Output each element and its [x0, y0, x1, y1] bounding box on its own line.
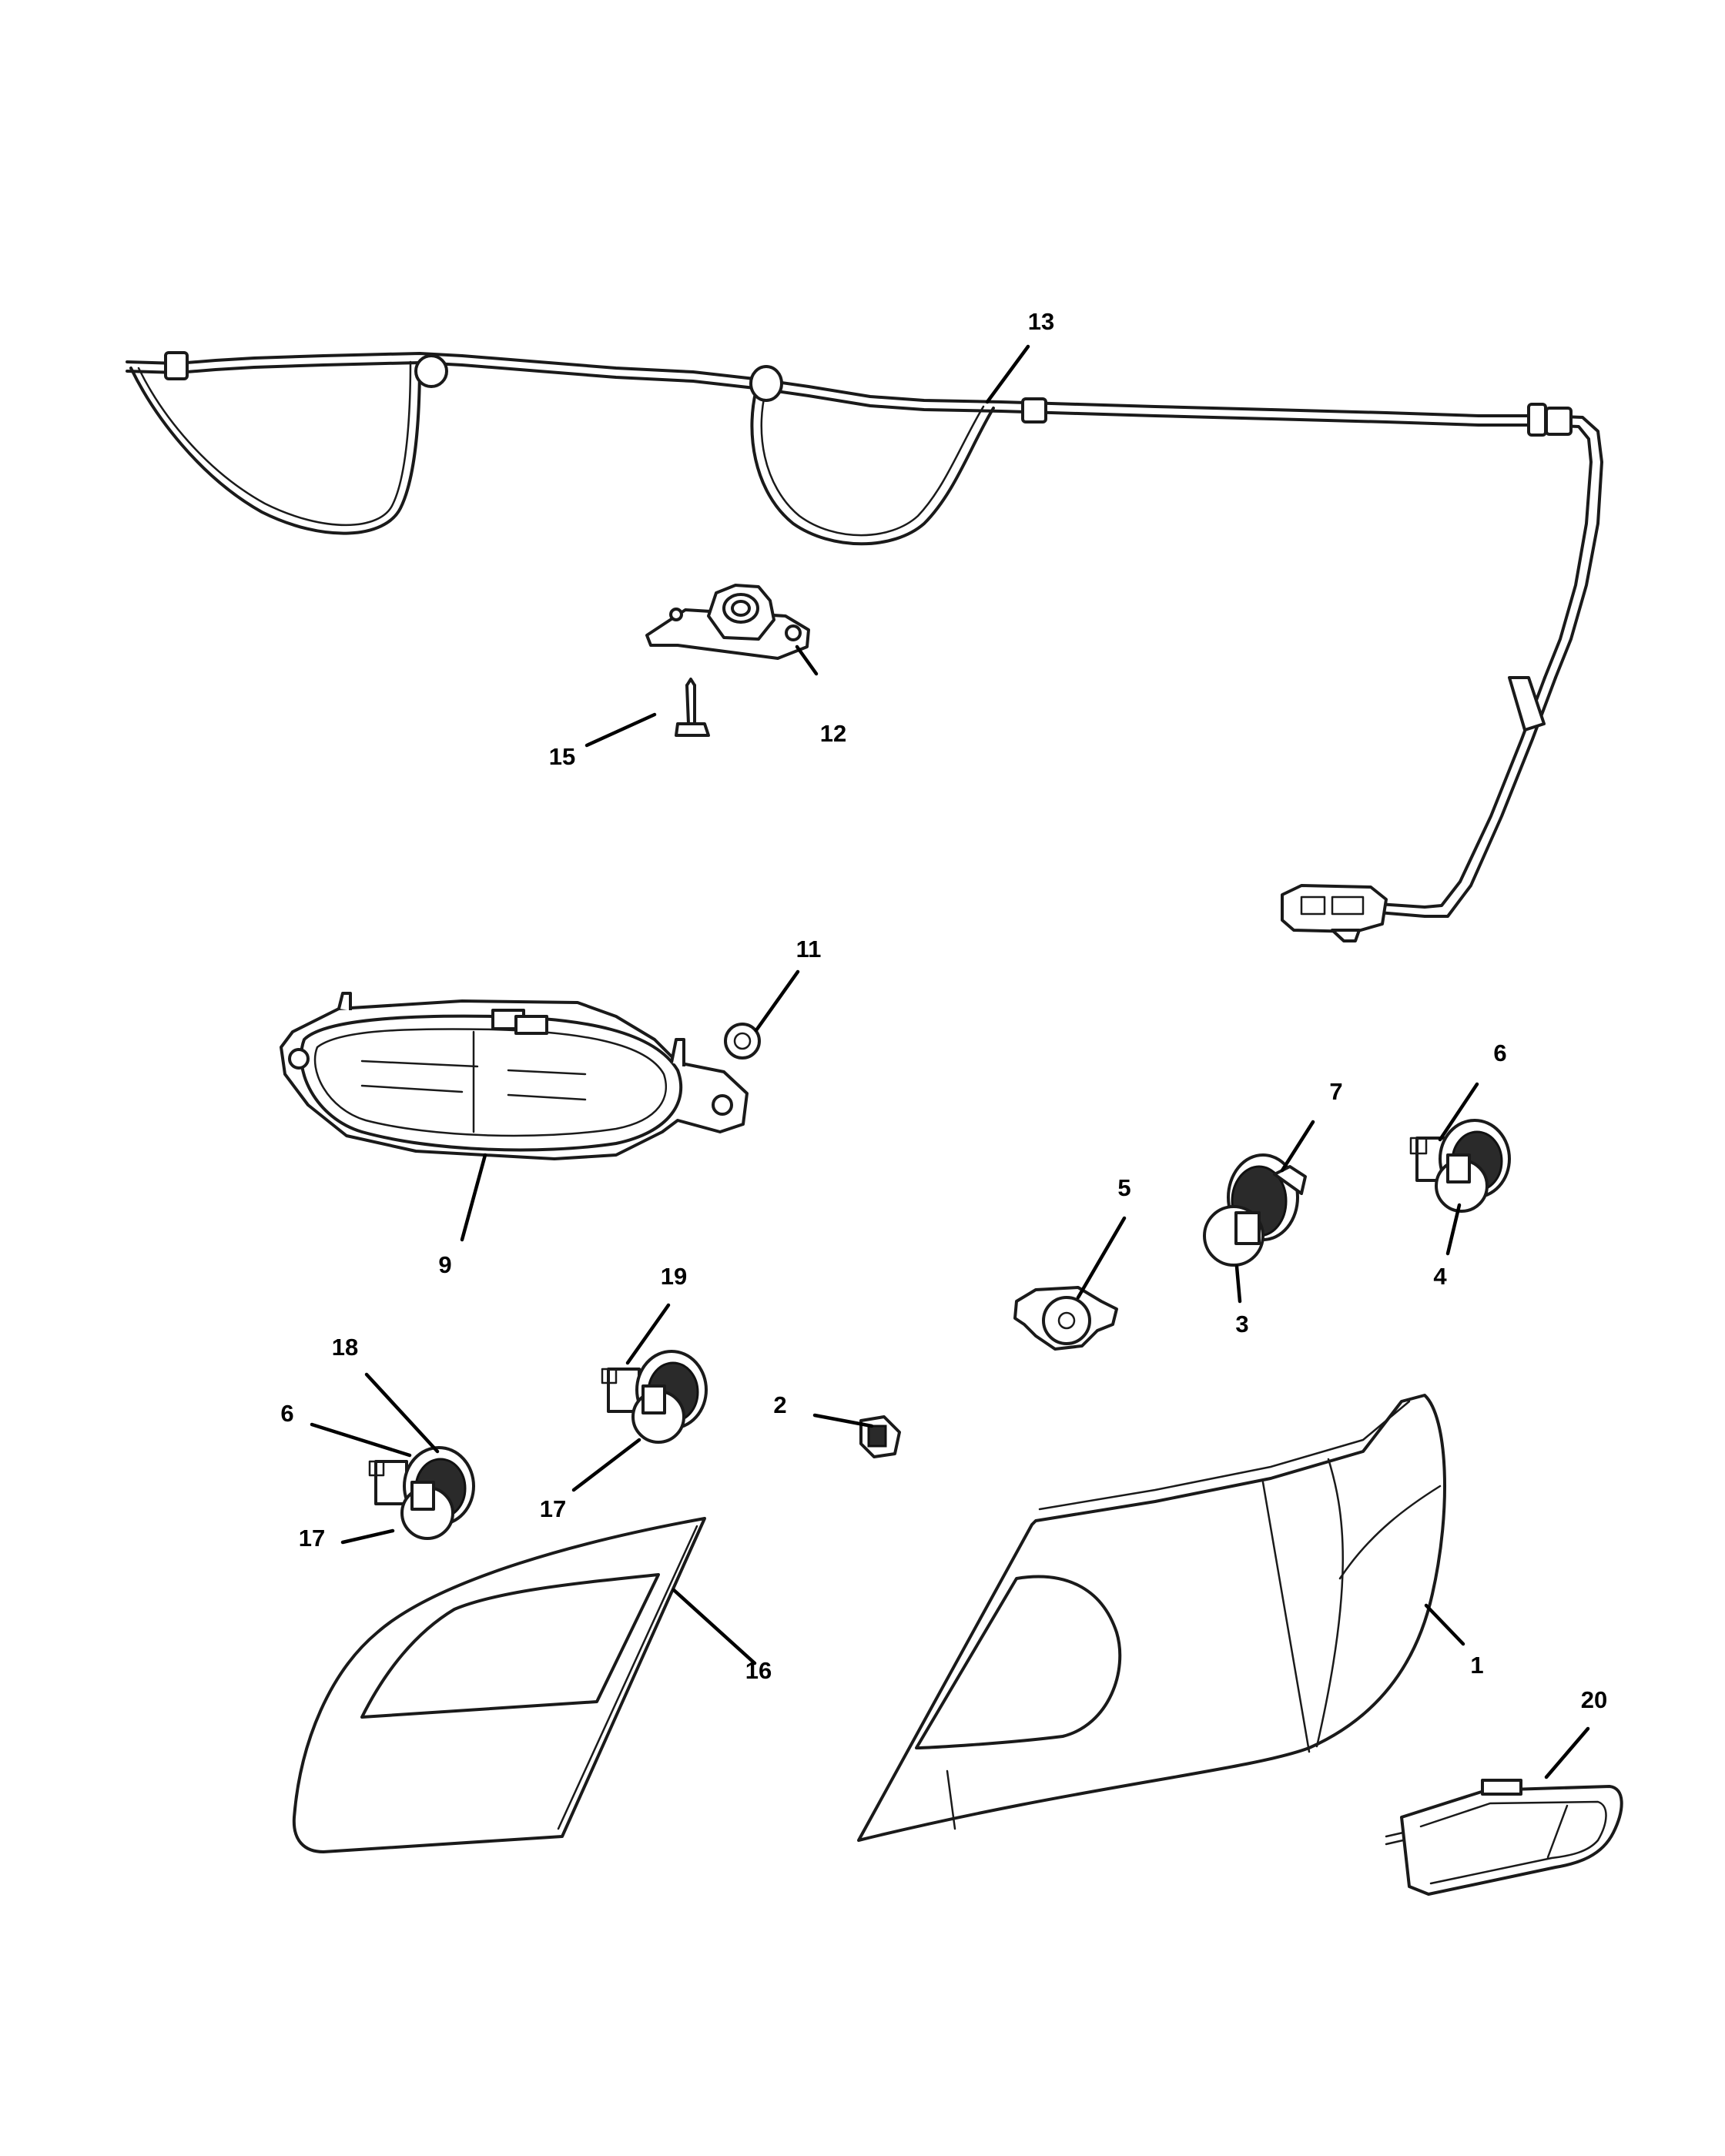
callout-6-right: 6 — [1493, 1040, 1506, 1066]
wiring-harness-part-13 — [126, 351, 1603, 942]
callout-1: 1 — [1470, 1652, 1483, 1679]
callout-9: 9 — [438, 1251, 451, 1278]
chmsl-lamp-part-9 — [280, 992, 749, 1160]
socket-with-bulb-parts-18-6-17 — [368, 1446, 475, 1540]
callout-4: 4 — [1433, 1263, 1447, 1290]
callout-11: 11 — [796, 936, 822, 962]
leader-lines — [310, 344, 1590, 1779]
inner-lamp-lens-part-16 — [292, 1517, 706, 1853]
callout-17-middle: 17 — [540, 1495, 566, 1522]
callout-6-left: 6 — [280, 1400, 293, 1427]
callout-12: 12 — [820, 720, 846, 747]
callout-13: 13 — [1028, 308, 1054, 335]
callout-18: 18 — [332, 1334, 358, 1361]
callout-3: 3 — [1235, 1311, 1248, 1337]
bulb-socket-part-5 — [1013, 1286, 1118, 1351]
bracket-part-12 — [645, 584, 810, 660]
push-pin-part-15 — [675, 678, 710, 737]
callout-labels: 13 12 15 11 9 7 6 5 3 4 19 18 6 2 17 17 … — [280, 308, 1607, 1713]
callout-7: 7 — [1329, 1078, 1342, 1105]
callout-5: 5 — [1117, 1174, 1130, 1201]
socket-with-bulb-parts-7-3 — [1203, 1153, 1307, 1267]
grommet-part-11 — [724, 1023, 761, 1060]
socket-with-bulb-parts-19-17 — [601, 1350, 708, 1444]
side-marker-part-20 — [1385, 1779, 1623, 1896]
callout-2: 2 — [773, 1391, 786, 1418]
callout-15: 15 — [549, 743, 575, 770]
clip-part-2 — [859, 1415, 901, 1458]
callout-16: 16 — [745, 1657, 772, 1684]
callout-20: 20 — [1581, 1686, 1607, 1713]
socket-with-bulb-parts-6-4 — [1409, 1119, 1511, 1213]
tail-lamp-part-1 — [857, 1394, 1446, 1842]
callout-19: 19 — [661, 1263, 687, 1290]
callout-17-left: 17 — [299, 1525, 325, 1552]
